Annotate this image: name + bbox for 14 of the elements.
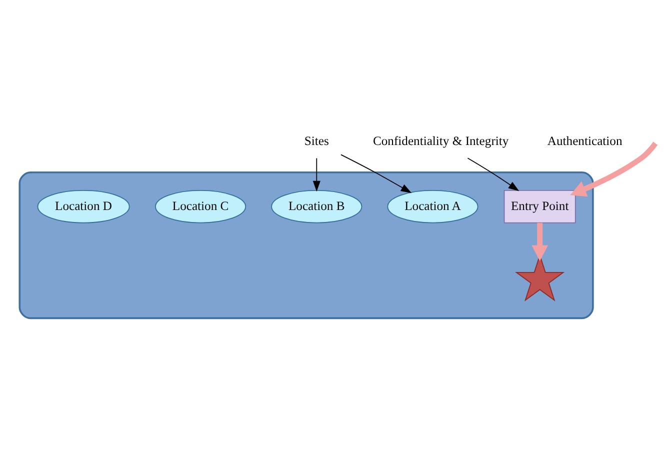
arrow xyxy=(532,222,548,260)
arrow xyxy=(467,157,520,191)
node-text: Confidentiality & Integrity xyxy=(372,134,509,148)
arrow xyxy=(570,141,658,196)
arrow xyxy=(340,154,412,193)
cluster xyxy=(18,171,594,319)
arrow xyxy=(312,157,320,192)
node-ellipse: Location B xyxy=(271,189,362,223)
node-box: Entry Point xyxy=(504,189,576,223)
node-ellipse: Location D xyxy=(37,189,130,223)
node-ellipse: Location C xyxy=(155,189,246,223)
node-ellipse: Location A xyxy=(387,189,478,223)
label: Authentication xyxy=(547,134,622,148)
node-text: Sites xyxy=(304,134,329,148)
